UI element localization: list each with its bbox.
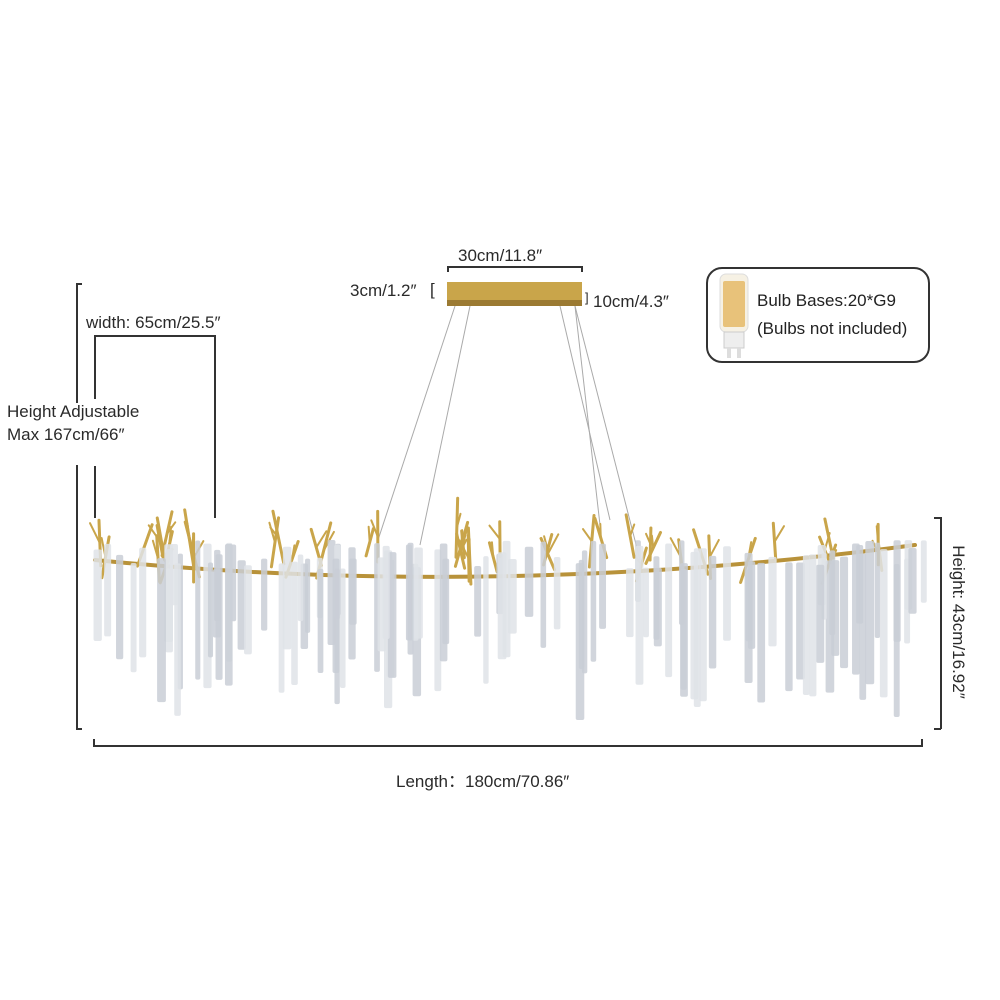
crystal-strand	[874, 542, 881, 638]
crystal-strand	[116, 554, 124, 660]
crystal-strand	[893, 540, 901, 642]
crystal-strand	[590, 540, 597, 662]
crystal-strand	[816, 564, 825, 663]
bulb-info-box: Bulb Bases:20*G9 (Bulbs not included)	[706, 267, 930, 363]
crystal-strand	[474, 565, 482, 637]
crystal-strand	[332, 558, 340, 674]
crystal-strand	[575, 563, 585, 720]
crystal-strand	[635, 545, 644, 685]
crystal-strand	[665, 543, 673, 678]
height-line	[940, 517, 942, 729]
crystal-strand	[865, 541, 875, 685]
crystal-strand	[317, 568, 324, 674]
crystal-strand	[93, 549, 102, 641]
crystal-strand	[237, 560, 246, 650]
canopy-length-label: 30cm/11.8″	[458, 246, 543, 265]
crystal-strand	[768, 556, 777, 647]
crystal-strand	[809, 554, 817, 697]
crystal-strand	[483, 556, 489, 684]
crystal-strand	[626, 568, 634, 638]
crystal-strand	[130, 563, 137, 673]
crystal-strand	[139, 547, 147, 658]
g9-led-bulb-icon	[719, 273, 749, 358]
crystal-strand	[282, 546, 292, 650]
crystal-strand	[708, 555, 717, 669]
height-adjustable-label: Height Adjustable	[7, 402, 140, 421]
suspension-wires	[377, 305, 641, 561]
crystal-strand	[157, 558, 166, 703]
crystal-strand	[693, 548, 701, 708]
crystal-strand	[244, 565, 252, 655]
crystal-strand	[195, 540, 201, 680]
crystal-strand	[908, 547, 917, 614]
crystal-strand	[553, 557, 561, 630]
crystal-strand	[643, 567, 649, 638]
crystal-strand	[291, 561, 298, 686]
crystal-strand	[879, 549, 888, 698]
crystal-strand	[382, 545, 390, 640]
crystal-strand	[599, 543, 607, 629]
crystal-strand	[297, 554, 304, 622]
crystal-strand	[699, 548, 707, 702]
crystal-strand	[405, 544, 412, 641]
crystal-strand	[414, 547, 423, 639]
crystal-strand	[104, 543, 112, 637]
length-line	[93, 745, 922, 747]
crystal-strand	[442, 558, 450, 645]
crystal-strand	[825, 560, 835, 693]
crystal-strand	[802, 555, 810, 695]
crystal-strand	[680, 563, 688, 697]
canopy-width-label: 10cm/4.3″	[593, 292, 669, 311]
width-label: width: 65cm/25.5″	[86, 313, 221, 332]
crystal-strands	[93, 540, 927, 720]
bulb-bases-text: Bulb Bases:20*G9	[757, 291, 896, 310]
height-max-label: Max 167cm/66″	[7, 425, 125, 444]
crystal-strand	[508, 558, 517, 634]
crystal-strand	[434, 549, 442, 692]
crystal-strand	[215, 554, 223, 680]
crystal-strand	[524, 546, 534, 617]
height-label: Height: 43cm/16.92″	[949, 545, 968, 699]
crystal-strand	[653, 556, 660, 640]
canopy-height-label: 3cm/1.2″	[350, 281, 417, 300]
length-label: Length：180cm/70.86″	[396, 772, 570, 791]
crystal-strand	[757, 562, 766, 703]
crystal-strand	[745, 569, 753, 642]
crystal-strand	[540, 541, 547, 648]
crystal-strand	[796, 562, 805, 680]
crystal-strand	[387, 552, 397, 678]
crystal-strand	[349, 558, 357, 625]
bulbs-not-included-text: (Bulbs not included)	[757, 319, 908, 338]
height-adjustable-line	[76, 283, 78, 403]
crystal-strand	[785, 562, 793, 692]
crystal-strand	[305, 558, 311, 633]
crystal-strand	[497, 552, 507, 660]
crystal-strand	[207, 562, 214, 658]
crystal-strand	[852, 543, 860, 675]
crystal-strand	[224, 544, 233, 686]
crystal-strand	[920, 540, 927, 603]
crystal-strand	[339, 568, 346, 689]
crystal-strand	[174, 563, 181, 716]
crystal-strand	[723, 546, 731, 641]
width-line	[94, 335, 215, 337]
canopy-length-line	[447, 266, 582, 268]
crystal-strand	[840, 556, 849, 669]
canopy-height-bracket: [	[430, 280, 435, 299]
crystal-strand	[261, 558, 268, 631]
